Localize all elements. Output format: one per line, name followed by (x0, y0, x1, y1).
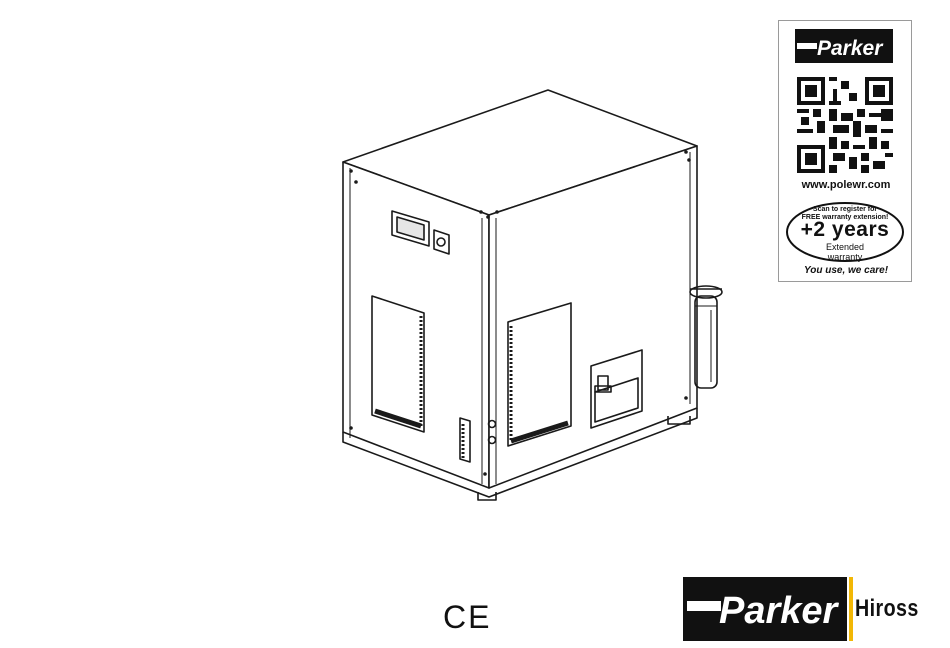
parker-logo-icon: Parker (795, 29, 893, 63)
warranty-label: warranty (785, 252, 905, 262)
extended-label: Extended (785, 242, 905, 252)
scan-line-1: Scan to register for (785, 206, 905, 213)
slogan: You use, we care! (779, 265, 913, 276)
svg-text:Parker: Parker (817, 37, 884, 60)
svg-text:CE: CE (443, 600, 491, 632)
parker-hiross-logo: Parker Hiross (683, 577, 928, 641)
qr-code-icon[interactable] (797, 77, 893, 173)
svg-text:Parker: Parker (719, 590, 840, 632)
warranty-url[interactable]: www.polewr.com (779, 179, 913, 191)
parker-logo-icon: Parker (683, 577, 847, 641)
brand-divider (849, 577, 853, 641)
hiross-wordmark: Hiross (855, 595, 919, 623)
warranty-badge: Scan to register for FREE warranty exten… (785, 201, 905, 263)
warranty-years: +2 years (785, 218, 905, 242)
ce-mark-icon: CE (443, 600, 493, 632)
warranty-sticker: Parker www.polewr.com Scan to register f… (778, 20, 912, 282)
